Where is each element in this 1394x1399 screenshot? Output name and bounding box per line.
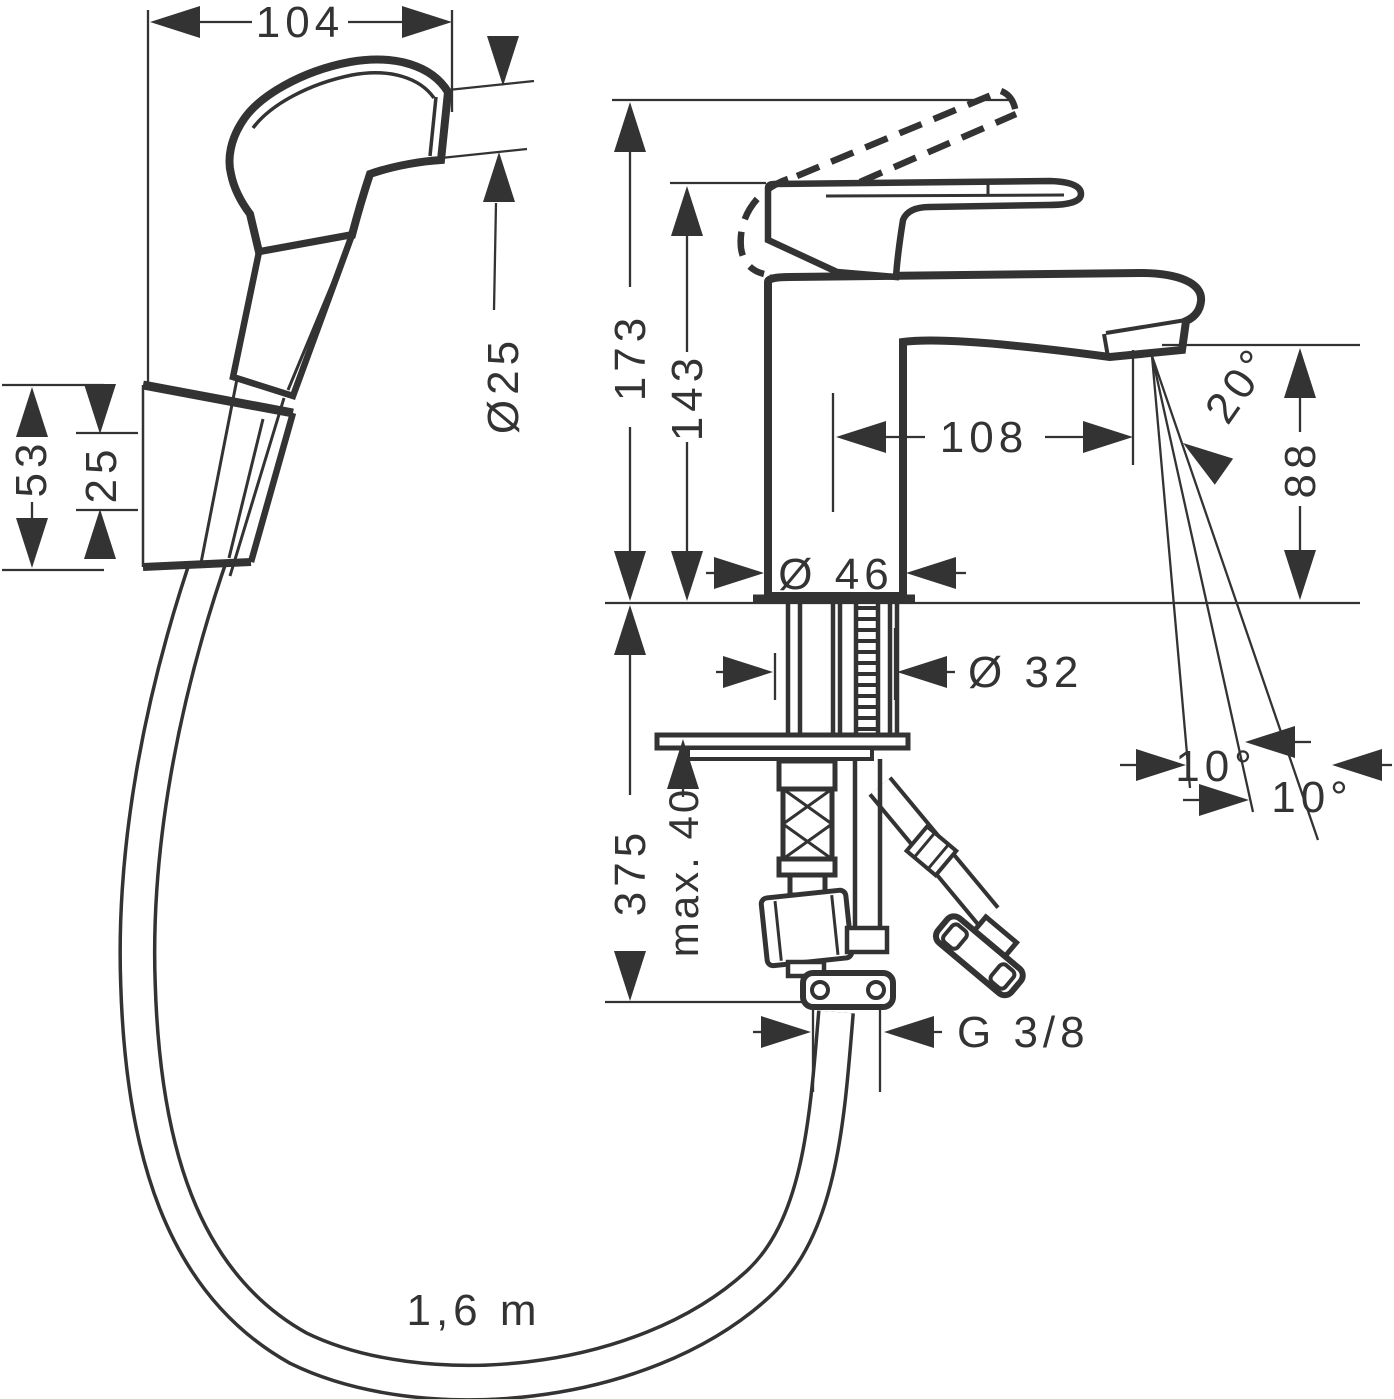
dim-label-104: 104	[256, 0, 344, 47]
mixer-handle	[764, 177, 1085, 281]
dim-25: 25	[76, 384, 138, 559]
dim-label-143: 143	[663, 353, 712, 441]
shower-hose	[118, 543, 855, 1399]
dim-label-88: 88	[1276, 440, 1325, 499]
supply-hoses-and-mounting	[654, 603, 1026, 1010]
dim-label-o32: Ø 32	[968, 648, 1083, 697]
mounting-nut-plate	[686, 746, 874, 761]
hand-shower-inner-line	[251, 71, 436, 130]
dim-label-o25: Ø25	[479, 336, 528, 434]
dim-label-375: 375	[606, 828, 655, 916]
dimensions: 104 Ø25 53 25	[2, 0, 1392, 1335]
check-valve-assembly	[758, 758, 855, 979]
handle-seam-line	[286, 257, 345, 391]
dim-o32: Ø 32	[716, 628, 1083, 700]
dim-88: 88	[1162, 343, 1360, 600]
dim-108: 108	[831, 350, 1135, 512]
hand-shower-handle	[229, 230, 358, 401]
wall-bracket	[141, 378, 297, 577]
hose-union-nut	[800, 970, 896, 1010]
dim-label-10deg-left: 10°	[1175, 742, 1257, 791]
dim-label-g38: G 3/8	[957, 1008, 1090, 1057]
dim-g38: G 3/8	[753, 1008, 1090, 1092]
hose-ferrule	[844, 925, 890, 955]
dim-10deg-right: 10°	[1183, 749, 1392, 822]
mixer	[605, 87, 1360, 1010]
hose-length-label: 1,6 m	[406, 1286, 541, 1335]
dim-label-25: 25	[77, 445, 126, 504]
dim-143: 143	[663, 181, 766, 601]
dim-o25: Ø25	[440, 36, 535, 434]
dim-label-108: 108	[940, 413, 1028, 462]
supply-hose-diagonal	[868, 776, 1026, 999]
hand-shower-head-outline	[225, 55, 453, 257]
dim-20deg: 20°	[1173, 337, 1283, 485]
dim-label-53: 53	[7, 439, 56, 498]
dim-10deg-left: 10°	[1120, 726, 1311, 791]
spray-face-inner-line	[428, 96, 438, 157]
dim-label-20deg: 20°	[1196, 337, 1283, 432]
dim-104: 104	[146, 0, 454, 383]
dim-375: 375	[605, 655, 803, 1004]
dim-label-10deg-right: 10°	[1271, 773, 1353, 822]
dim-label-max40: max. 40	[660, 787, 707, 957]
supply-hose-connector	[932, 913, 1026, 999]
dim-o46: Ø 46	[706, 550, 966, 599]
bracket-cone-line	[227, 418, 265, 559]
water-stream-lines	[1150, 355, 1320, 841]
dim-label-173: 173	[606, 313, 655, 401]
hand-shower-hose-connection	[800, 759, 896, 1010]
dim-173: 173	[606, 98, 1012, 655]
dim-max40: max. 40	[660, 739, 707, 957]
aerator	[1102, 318, 1187, 358]
dim-label-o46: Ø 46	[778, 550, 893, 599]
hand-shower	[225, 55, 453, 401]
